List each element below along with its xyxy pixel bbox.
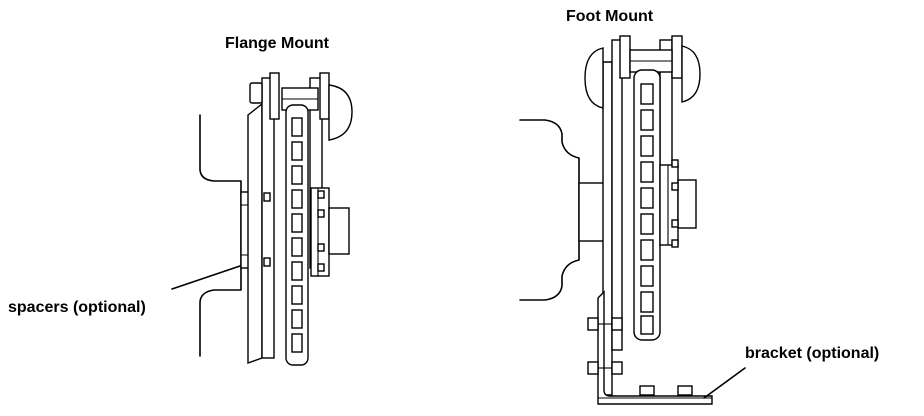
foot-side-plate-left: [611, 39, 623, 351]
flange-motor-housing: [199, 114, 242, 357]
foot-mount-title: Foot Mount: [566, 8, 654, 25]
foot-bracket: [597, 290, 713, 405]
bracket-label: bracket (optional): [745, 345, 880, 362]
foot-hub-bolts: [671, 159, 679, 248]
spacers-label: spacers (optional): [8, 299, 146, 316]
foot-motor-housing: [519, 119, 580, 301]
foot-bracket-bolts: [587, 317, 693, 396]
flange-mounting-plate: [247, 102, 263, 364]
flange-side-plate-left: [261, 77, 275, 359]
foot-mount-drawing: [519, 35, 746, 405]
flange-sprocket-hub: [310, 187, 330, 277]
flange-chain-links: [291, 117, 303, 353]
foot-shaft-block: [578, 182, 607, 242]
bracket-leader-line: [703, 367, 746, 399]
foot-sprocket-hub: [659, 164, 679, 246]
flange-mount-title: Flange Mount: [225, 35, 329, 52]
flange-mount-drawing: [171, 72, 353, 366]
foot-mounting-plate: [602, 61, 613, 396]
spacers-leader-line: [171, 265, 241, 290]
flange-bolts: [263, 190, 325, 272]
foot-chain-links: [640, 83, 654, 335]
